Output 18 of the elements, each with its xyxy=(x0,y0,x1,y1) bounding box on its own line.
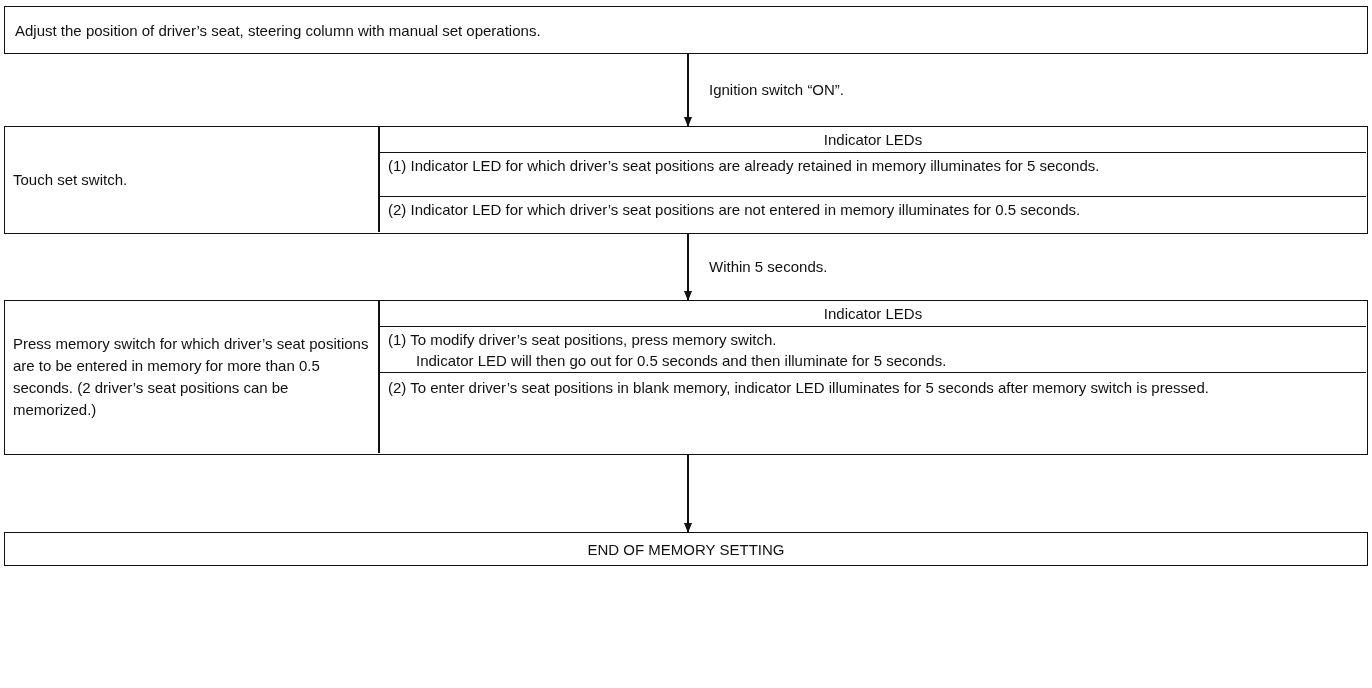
step-cell-text: Touch set switch. xyxy=(13,169,129,190)
table-header-cell-text: Indicator LEDs xyxy=(822,130,924,150)
table-row-text: (1) Indicator LED for which driver’s seat positions are already retained in memory illuminates for 5 seconds. xyxy=(380,152,1366,179)
flow-arrow xyxy=(684,233,692,301)
table-row-text: (2) Indicator LED for which driver’s seat positions are not entered in memory illuminates for 0.5 seconds. xyxy=(380,196,1366,232)
indicator-table xyxy=(379,127,1366,232)
flow-arrow xyxy=(684,454,692,533)
step-text: Adjust the position of driver’s seat, steering column with manual set operations. xyxy=(15,21,541,39)
flow-arrow xyxy=(684,53,692,127)
table-header-cell-text: Indicator LEDs xyxy=(822,304,924,324)
table-row-text: Indicator LED will then go out for 0.5 seconds and then illuminate for 5 seconds. xyxy=(415,351,948,371)
table-row-text: (2) To enter driver’s seat positions in blank memory, indicator LED illuminates for 5 seconds after memory switch is pressed. xyxy=(380,372,1366,453)
table-row-text: (1) To modify driver’s seat positions, press memory switch. xyxy=(380,326,1366,353)
process-row-box xyxy=(4,126,1368,234)
process-row-box xyxy=(4,300,1368,455)
step-text: END OF MEMORY SETTING xyxy=(586,540,786,558)
indicator-table xyxy=(379,301,1366,453)
step-cell-text: Press memory switch for which driver’s seat positions are to be entered in memory for more than 0.5 seconds. (2 driver’s seat positions can be memorized.) xyxy=(13,334,370,420)
